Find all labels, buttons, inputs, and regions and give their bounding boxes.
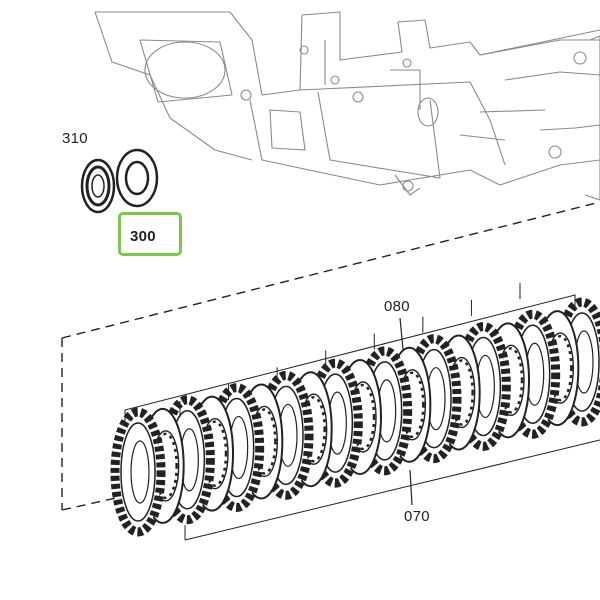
callout-label-070: 070 bbox=[404, 508, 430, 525]
friction-plate bbox=[110, 407, 166, 537]
callout-label-300[interactable]: 300 bbox=[130, 228, 156, 245]
assembly-outline bbox=[61, 201, 600, 511]
stack-bracket-lines bbox=[124, 283, 600, 541]
callout-label-080: 080 bbox=[384, 298, 410, 315]
washer-pair bbox=[80, 148, 159, 214]
washer-310-rim bbox=[85, 165, 111, 207]
selected-part-highlight[interactable] bbox=[118, 212, 182, 256]
callout-label-310: 310 bbox=[62, 130, 88, 147]
clutch-plate-stack bbox=[110, 283, 600, 541]
washer-310-hole bbox=[91, 174, 105, 198]
transmission-housing bbox=[94, 11, 600, 201]
